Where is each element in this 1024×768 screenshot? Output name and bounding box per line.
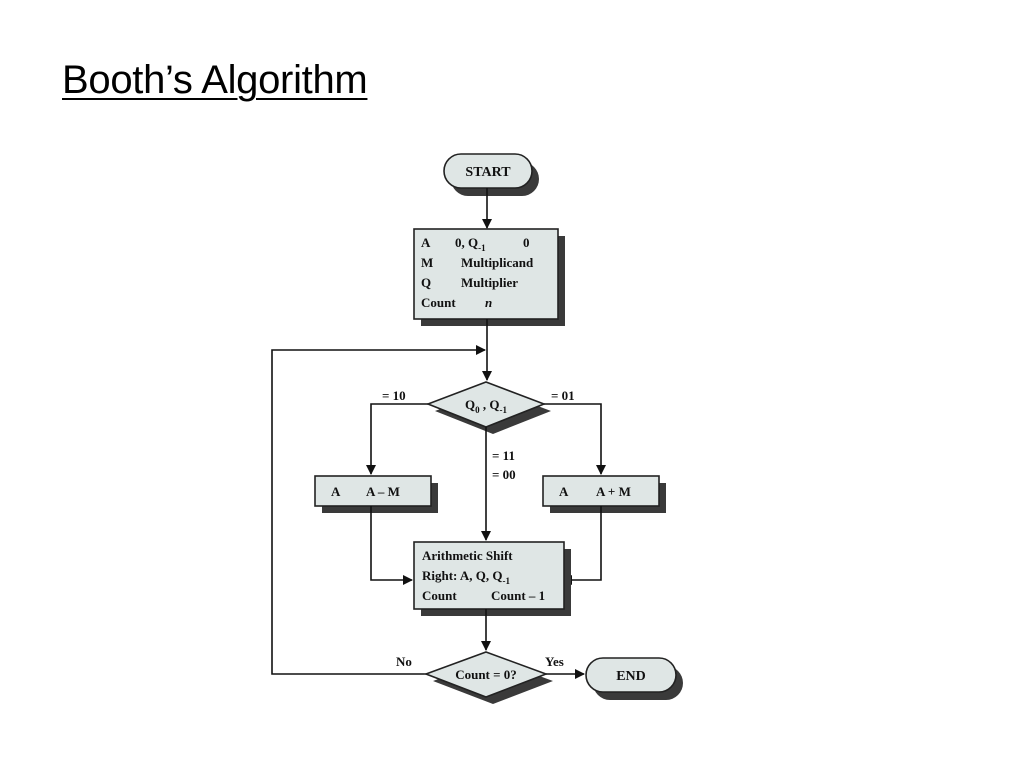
edge-01-label: = 01: [551, 388, 575, 403]
svg-text:A: A: [421, 235, 431, 250]
decision-sep: , Q: [480, 397, 500, 412]
start-label: START: [465, 165, 511, 180]
init-a-value: 0, Q: [455, 235, 478, 250]
init-box: A 0, Q-1 0 M Multiplicand Q Multiplier C…: [413, 228, 565, 326]
arrow-subtract-to-shift: [370, 506, 413, 585]
slide-title: Booth’s Algorithm: [62, 58, 368, 102]
subtract-target: A: [331, 484, 341, 499]
shift-registers: Right: A, Q, Q: [422, 568, 503, 583]
init-count-label: Count: [421, 295, 456, 310]
svg-text:Q0 , Q-1: Q0 , Q-1: [465, 397, 507, 415]
shift-count-expr: Count – 1: [491, 588, 545, 603]
subtract-expr: A – M: [366, 484, 400, 499]
arrow-add-to-shift: [562, 506, 602, 585]
edge-11-label: = 11: [492, 448, 515, 463]
yes-label: Yes: [545, 654, 564, 669]
init-count-value: n: [485, 295, 492, 310]
shift-count-label: Count: [422, 588, 457, 603]
add-box: A A + M: [542, 475, 666, 513]
init-q-sub: -1: [478, 243, 486, 253]
shift-q-1-sub: -1: [503, 576, 511, 586]
init-q-value2: Multiplier: [461, 275, 518, 290]
init-m-value: Multiplicand: [461, 255, 534, 270]
edge-00-label: = 00: [492, 467, 516, 482]
arrow-branch-10: [366, 403, 428, 475]
count-check-decision: Count = 0?: [423, 651, 553, 704]
svg-text:0, Q-1: 0, Q-1: [455, 235, 486, 253]
end-label: END: [616, 669, 646, 684]
subtract-box: A A – M: [314, 475, 438, 513]
init-a-label: A: [421, 235, 431, 250]
shift-title: Arithmetic Shift: [422, 548, 513, 563]
edge-10-label: = 10: [382, 388, 406, 403]
add-target: A: [559, 484, 569, 499]
init-m-label: M: [421, 255, 433, 270]
decision-q0: Q: [465, 397, 475, 412]
shift-box: Arithmetic Shift Right: A, Q, Q-1 Count …: [413, 541, 571, 616]
svg-text:Right: A, Q, Q-1: Right: A, Q, Q-1: [422, 568, 511, 586]
end-terminal: END: [585, 657, 683, 700]
decision-q0-sub: 0: [475, 405, 480, 415]
loop-back-arrow: [271, 345, 486, 675]
start-terminal: START: [443, 153, 539, 196]
decision-q0-q-1: Q0 , Q-1: [425, 381, 551, 434]
count-check-label: Count = 0?: [455, 667, 517, 682]
add-expr: A + M: [596, 484, 631, 499]
init-q-label: Q: [421, 275, 431, 290]
init-q-value: 0: [523, 235, 530, 250]
no-label: No: [396, 654, 412, 669]
arrow-branch-01: [544, 403, 606, 475]
decision-q-1-sub: -1: [500, 405, 508, 415]
